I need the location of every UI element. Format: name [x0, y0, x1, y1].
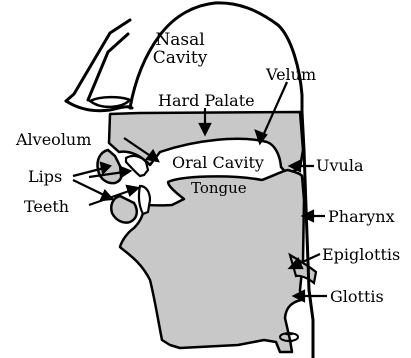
label-epiglottis: Epiglottis [322, 245, 400, 264]
tissue-regions [97, 112, 316, 352]
label-teeth: Teeth [24, 197, 69, 216]
label-oral-cavity: Oral Cavity [172, 153, 264, 172]
label-uvula: Uvula [316, 156, 364, 175]
label-pharynx: Pharynx [328, 207, 395, 226]
arrow-lips-lower-line [73, 180, 106, 196]
label-nasal-cavity-line2: Cavity [153, 48, 208, 68]
arrow-teeth-lower-head [127, 186, 138, 195]
label-nasal-cavity-line1: Nasal [155, 30, 204, 50]
label-alveolum: Alveolum [15, 130, 91, 149]
lower-lip [111, 196, 136, 223]
arrow-teeth-upper-head [120, 167, 130, 177]
label-glottis: Glottis [330, 287, 384, 306]
nostril-loop [90, 97, 130, 107]
lower-teeth [139, 186, 150, 214]
head-outline [66, 20, 130, 101]
label-tongue: Tongue [191, 179, 247, 197]
label-hard-palate: Hard Palate [158, 91, 255, 110]
label-velum: Velum [265, 65, 316, 84]
label-lips: Lips [28, 167, 62, 186]
